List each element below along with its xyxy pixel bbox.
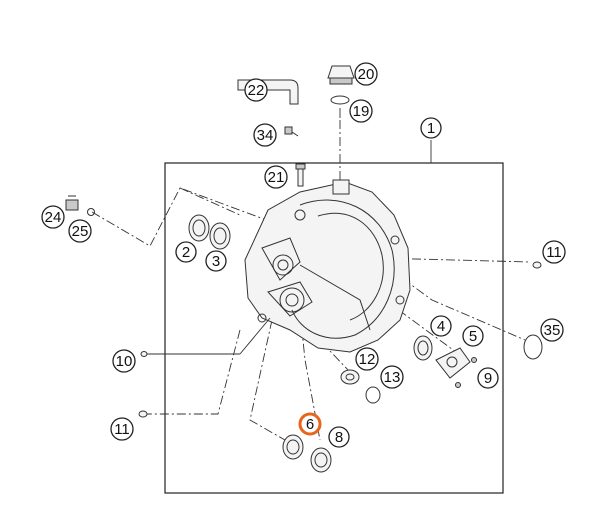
callout-number: 10 (116, 353, 133, 370)
callout-number: 1 (427, 120, 435, 137)
bushing-12 (340, 369, 360, 385)
callout-c5: 5 (462, 325, 484, 347)
dowel-pin-10 (140, 351, 148, 357)
callout-ring (354, 62, 378, 86)
o-ring-25 (87, 208, 95, 216)
callout-c10: 10 (112, 349, 136, 373)
callout-number: 13 (384, 369, 401, 386)
callout-ring (430, 315, 452, 337)
seal-ring-3 (209, 222, 231, 250)
callout-ring (110, 417, 134, 441)
callout-c2: 2 (175, 241, 197, 263)
plug-24 (65, 195, 79, 211)
callout-c24: 24 (41, 205, 65, 229)
gasket-plate-5 (435, 347, 471, 379)
callout-c1: 1 (420, 117, 442, 139)
callout-c12: 12 (355, 347, 379, 371)
callout-c6: 6 (298, 412, 322, 436)
axis-line-h (299, 309, 321, 441)
callout-number: 35 (544, 322, 561, 339)
callout-ring (68, 219, 92, 243)
assembly-frame (164, 162, 504, 494)
callout-number: 21 (268, 169, 285, 186)
callout-number: 4 (437, 318, 445, 335)
axis-line-d (384, 299, 461, 356)
seal-ring-8 (310, 447, 332, 473)
o-ring-19 (330, 95, 350, 105)
callout-ring (253, 123, 277, 147)
axis-line-b (179, 187, 241, 216)
callout-ring (112, 349, 136, 373)
callout-ring (264, 165, 288, 189)
callout-ring (420, 117, 442, 139)
callout-c20: 20 (354, 62, 378, 86)
callout-c21: 21 (264, 165, 288, 189)
callout-ring (349, 99, 373, 123)
callout-ring (355, 347, 379, 371)
callout-c22: 22 (244, 78, 268, 102)
clip-34 (284, 126, 299, 137)
callout-c11a: 11 (542, 240, 566, 264)
screw-9 (455, 357, 477, 388)
callout-c19: 19 (349, 99, 373, 123)
callout-ring (41, 205, 65, 229)
callout-ring (542, 240, 566, 264)
callout-ring (175, 241, 197, 263)
callout-c4: 4 (430, 315, 452, 337)
dowel-pin-11-left (138, 410, 148, 418)
callout-c3: 3 (205, 250, 227, 272)
callout-ring (298, 412, 322, 436)
callout-ring (540, 318, 564, 342)
seal-ring-2 (188, 214, 210, 242)
callout-ring (244, 78, 268, 102)
callout-c8: 8 (328, 426, 350, 448)
callout-ring (328, 426, 350, 448)
seal-ring-6 (282, 434, 304, 460)
callout-number: 25 (72, 223, 89, 240)
cap-20 (327, 65, 355, 85)
callout-number: 3 (212, 253, 220, 270)
callout-c11b: 11 (110, 417, 134, 441)
callout-number: 5 (469, 328, 477, 345)
callout-ring (462, 325, 484, 347)
axis-line-f (145, 329, 241, 415)
clutch-cover-housing (244, 179, 411, 353)
callout-c34: 34 (253, 123, 277, 147)
leader-10b (239, 317, 271, 355)
callout-c25: 25 (68, 219, 92, 243)
callout-number: 11 (546, 244, 562, 261)
callout-number: 6 (306, 416, 314, 433)
callout-number: 12 (359, 351, 376, 368)
callout-number: 34 (257, 127, 274, 144)
callout-number: 9 (484, 370, 492, 387)
callout-ring (205, 250, 227, 272)
axis-line-g (249, 319, 286, 441)
callout-number: 2 (182, 244, 190, 261)
callout-ring (380, 365, 404, 389)
o-ring-13 (365, 386, 381, 404)
callout-c13: 13 (380, 365, 404, 389)
axis-line-c (309, 329, 351, 373)
callout-number: 22 (248, 82, 265, 99)
callout-c9: 9 (477, 367, 499, 389)
callout-number: 19 (353, 103, 370, 120)
callout-number: 11 (114, 421, 130, 438)
callout-number: 8 (335, 429, 343, 446)
dowel-pin-11-right (532, 261, 542, 269)
callout-ring (477, 367, 499, 389)
o-ring-35 (523, 334, 543, 360)
callout-c35: 35 (540, 318, 564, 342)
bearing-4 (413, 335, 433, 361)
callout-number: 24 (45, 209, 62, 226)
bolt-21 (295, 163, 306, 187)
callout-number: 20 (358, 66, 375, 83)
